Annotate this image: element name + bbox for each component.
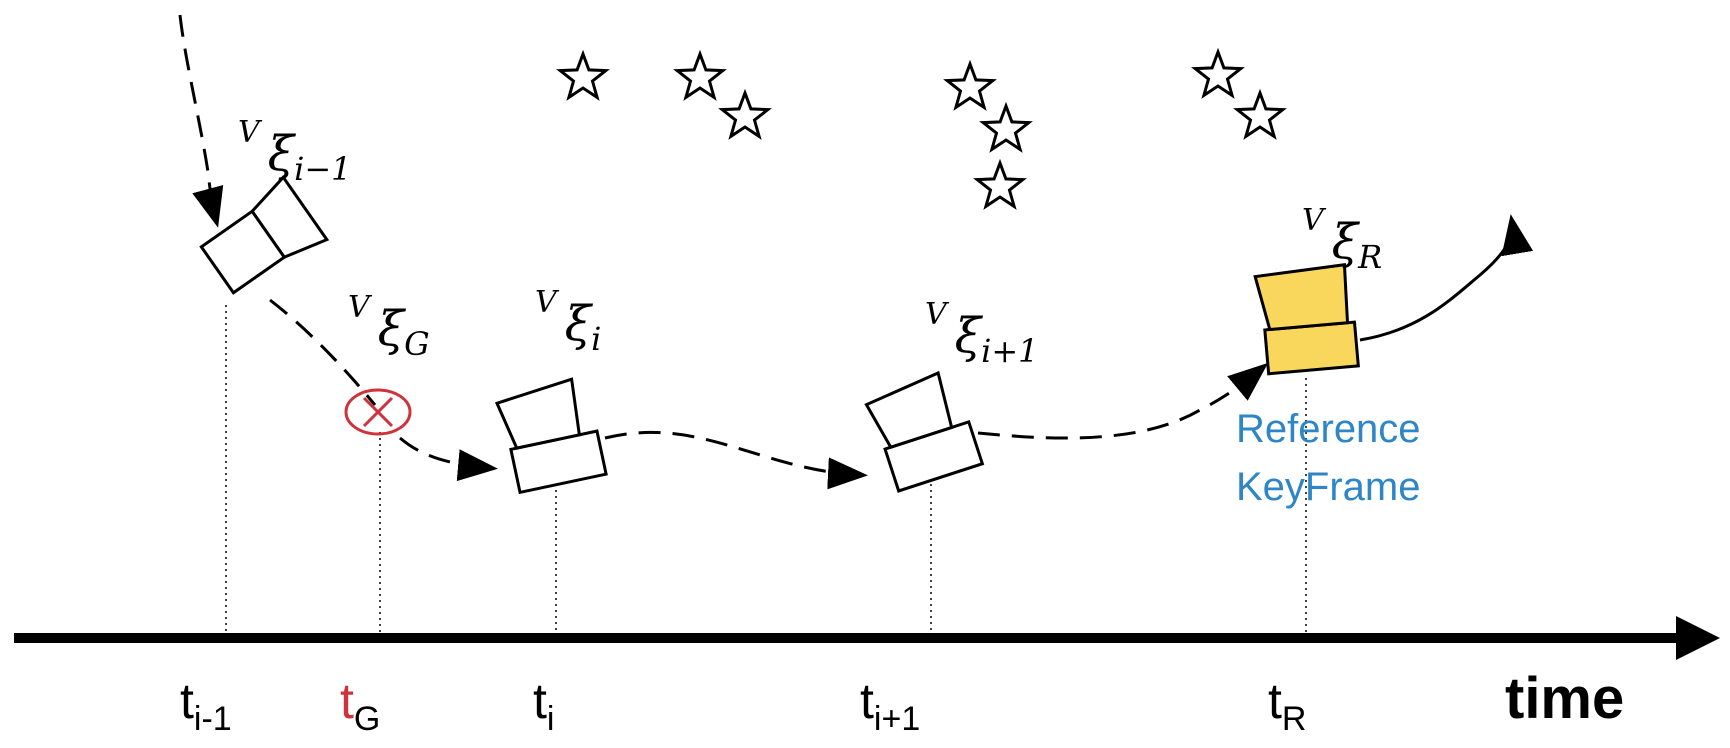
trajectory-exit [1359, 214, 1534, 342]
camera-pose-i [494, 377, 608, 495]
trajectory [178, 14, 1534, 490]
star-icon [718, 88, 772, 140]
star-icon [673, 49, 727, 101]
trajectory-seg-4 [977, 362, 1269, 440]
trajectory-seg-3 [604, 430, 868, 490]
tick-label-i: ti [533, 673, 554, 738]
star-icon [1191, 47, 1245, 99]
circle-cross-icon [344, 388, 412, 436]
axis-arrowhead [1676, 616, 1720, 660]
time-axis [14, 616, 1720, 660]
trajectory-seg-2 [399, 436, 498, 482]
reference-label-line2: KeyFrame [1236, 465, 1421, 509]
star-icon [943, 59, 997, 111]
camera-pose-i-1 [199, 174, 330, 295]
tick-label-g: tG [340, 673, 380, 738]
star-icon [979, 101, 1033, 153]
camera-pose-r [1253, 263, 1360, 376]
trajectory-entry [178, 14, 224, 228]
trajectory-seg-1 [269, 298, 377, 406]
camera-icon [199, 174, 330, 295]
camera-icon [864, 370, 985, 493]
star-icon [556, 49, 610, 101]
tick-label-r: tR [1268, 673, 1306, 738]
star-icon [973, 158, 1027, 210]
reference-label-line1: Reference [1236, 407, 1421, 451]
dropline-group [225, 305, 1307, 632]
tick-label-i-1: ti-1 [180, 673, 232, 738]
camera-icon [494, 377, 608, 495]
landmark-stars [556, 47, 1287, 210]
camera-pose-i+1 [864, 370, 985, 493]
camera-icon [1253, 263, 1360, 376]
axis-label: time [1505, 666, 1624, 731]
tick-label-i+1: ti+1 [860, 673, 920, 738]
star-icon [1233, 88, 1287, 140]
